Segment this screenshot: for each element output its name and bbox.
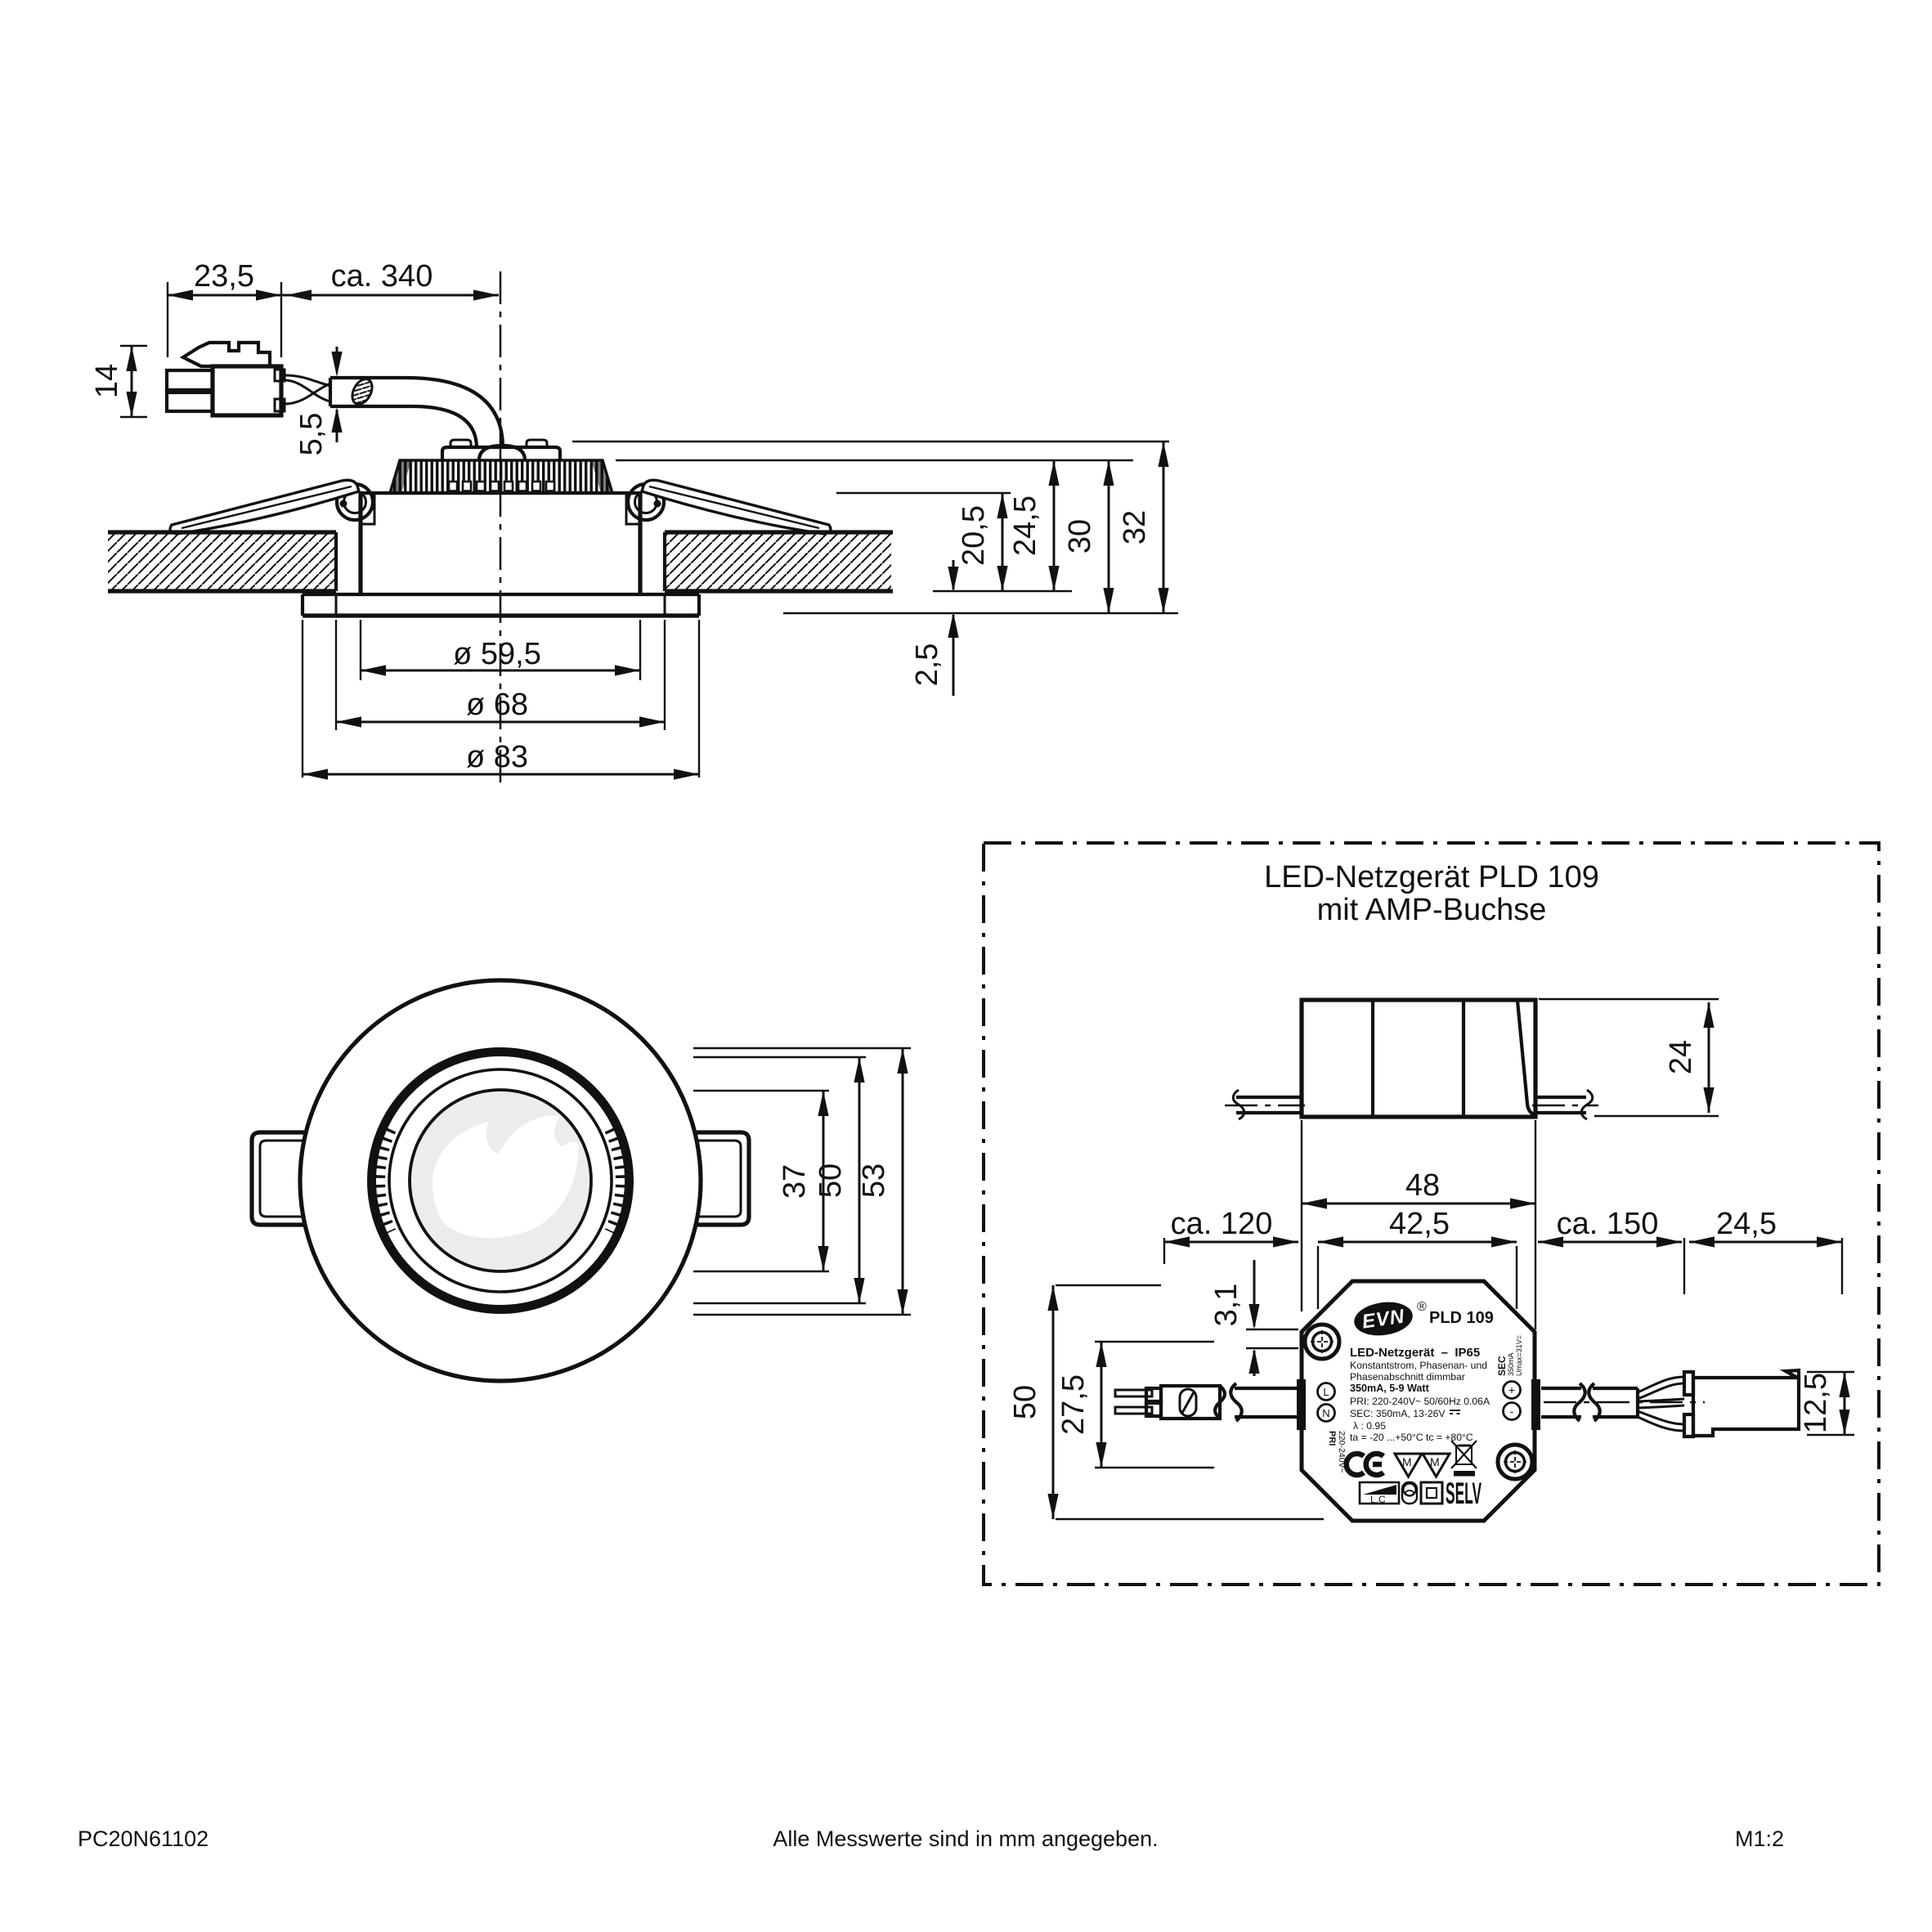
- svg-text:M: M: [1430, 1455, 1440, 1468]
- svg-text:PLD 109: PLD 109: [1429, 1309, 1494, 1327]
- svg-text:ø 59,5: ø 59,5: [453, 637, 541, 671]
- svg-text:Umax=31V=: Umax=31V=: [1515, 1335, 1523, 1376]
- svg-text:mit AMP-Buchse: mit AMP-Buchse: [1317, 893, 1547, 927]
- svg-text:20,5: 20,5: [957, 505, 991, 566]
- svg-text:PRI: 220-240V~ 50/60Hz 0.06A: PRI: 220-240V~ 50/60Hz 0.06A: [1350, 1396, 1490, 1407]
- svg-text:350mA, 5-9 Watt: 350mA, 5-9 Watt: [1350, 1383, 1430, 1394]
- svg-text:SEC: 350mA, 13-26V: SEC: 350mA, 13-26V: [1350, 1408, 1446, 1419]
- svg-text:350mA: 350mA: [1507, 1352, 1515, 1376]
- svg-text:ca. 150: ca. 150: [1557, 1207, 1659, 1241]
- svg-text:30: 30: [1063, 519, 1097, 554]
- svg-text:3,1: 3,1: [1209, 1284, 1244, 1327]
- svg-text:5,5: 5,5: [294, 413, 329, 456]
- svg-text:37: 37: [778, 1164, 812, 1199]
- svg-text:ø 68: ø 68: [466, 688, 528, 722]
- svg-text:50: 50: [814, 1163, 848, 1198]
- svg-text:-: -: [1510, 1405, 1514, 1418]
- svg-text:48: 48: [1405, 1168, 1440, 1203]
- svg-text:32: 32: [1118, 510, 1152, 545]
- svg-text:N: N: [1322, 1407, 1329, 1419]
- svg-text:L: L: [1323, 1386, 1329, 1398]
- svg-text:24,5: 24,5: [1716, 1207, 1777, 1241]
- svg-text:Konstantstrom, Phasenan- und: Konstantstrom, Phasenan- und: [1350, 1360, 1487, 1371]
- svg-text:®: ®: [1417, 1300, 1427, 1314]
- svg-text:ca. 340: ca. 340: [331, 259, 433, 294]
- svg-text:L,C: L,C: [1370, 1494, 1386, 1505]
- svg-text:+: +: [1508, 1383, 1515, 1396]
- svg-text:27,5: 27,5: [1056, 1374, 1091, 1435]
- svg-text:ø 83: ø 83: [466, 740, 528, 774]
- svg-text:23,5: 23,5: [194, 259, 254, 294]
- svg-text:PC20N61102: PC20N61102: [78, 1827, 208, 1851]
- svg-text:Alle Messwerte sind in mm ange: Alle Messwerte sind in mm angegeben.: [773, 1827, 1158, 1851]
- svg-text:LED-Netzgerät – IP65: LED-Netzgerät – IP65: [1350, 1346, 1480, 1360]
- svg-text:220-240V~: 220-240V~: [1337, 1431, 1347, 1473]
- svg-text:53: 53: [857, 1163, 891, 1198]
- svg-text:SEC: SEC: [1496, 1356, 1508, 1376]
- svg-text:42,5: 42,5: [1389, 1207, 1450, 1241]
- svg-text:Phasenabschnitt dimmbar: Phasenabschnitt dimmbar: [1350, 1371, 1465, 1383]
- svg-text:PRI: PRI: [1327, 1431, 1337, 1446]
- svg-text:LED-Netzgerät PLD 109: LED-Netzgerät PLD 109: [1264, 860, 1599, 894]
- svg-text:14: 14: [90, 364, 124, 398]
- svg-text:50: 50: [1008, 1385, 1042, 1419]
- svg-text:ca. 120: ca. 120: [1171, 1207, 1273, 1241]
- svg-text:24: 24: [1664, 1040, 1698, 1074]
- svg-text:λ : 0.95: λ : 0.95: [1353, 1420, 1386, 1432]
- svg-text:24,5: 24,5: [1008, 495, 1042, 556]
- svg-text:2,5: 2,5: [910, 643, 944, 687]
- svg-text:M: M: [1402, 1455, 1412, 1468]
- svg-text:M1:2: M1:2: [1735, 1827, 1784, 1851]
- svg-text:12,5: 12,5: [1799, 1373, 1833, 1433]
- svg-text:SELV: SELV: [1446, 1477, 1482, 1511]
- svg-text:ta = -20 ...+50°C tc = +80°C: ta = -20 ...+50°C tc = +80°C: [1350, 1432, 1473, 1443]
